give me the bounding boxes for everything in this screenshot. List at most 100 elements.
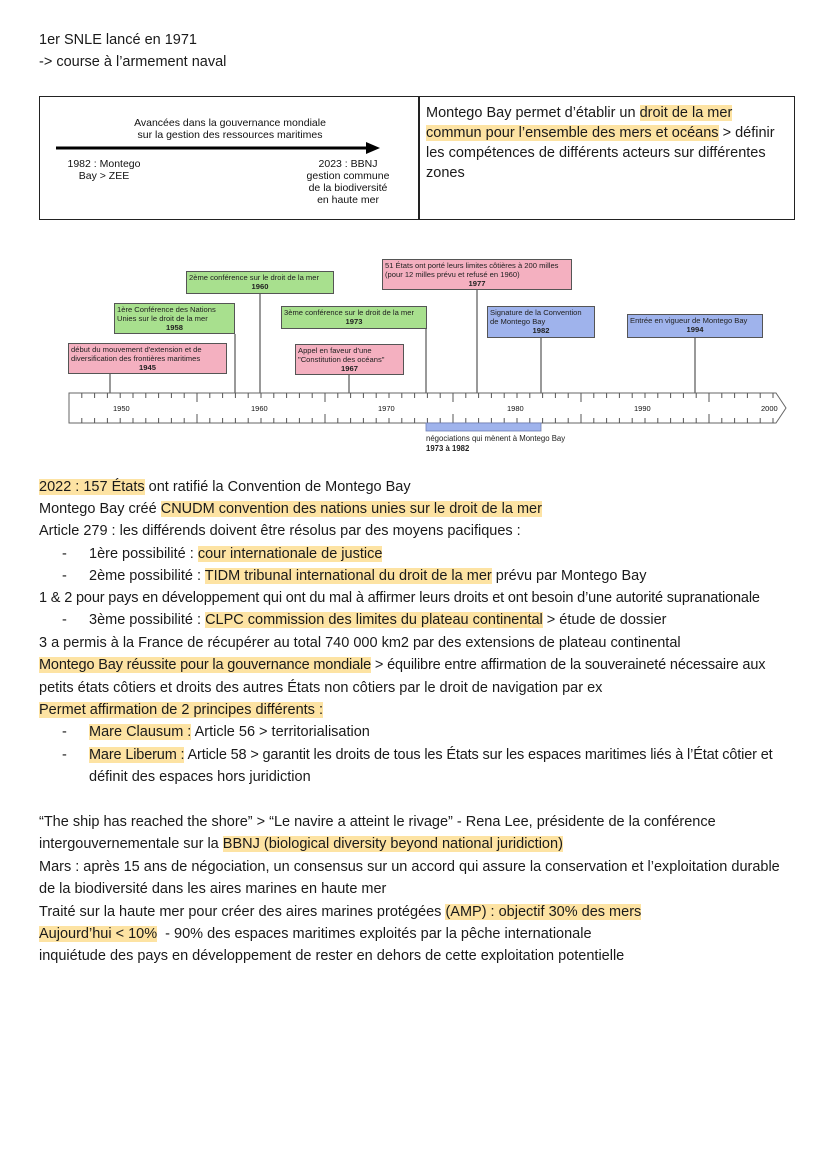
- event-1994-text: Entrée en vigueur de Montego Bay: [630, 316, 748, 325]
- bullet-dash: -: [62, 546, 67, 562]
- box-text-highlight-2: commun pour l’ensemble des mers et océan…: [426, 125, 719, 141]
- box-text-a: Montego Bay permet d’établir un: [426, 105, 640, 121]
- event-1982: Signature de la Convention de Montego Ba…: [487, 306, 595, 338]
- right-label-line-1: 2023 : BBNJ: [318, 158, 378, 170]
- bbnj-text: intergouvernementale sur la: [39, 836, 223, 852]
- event-1945-year: 1945: [139, 363, 156, 372]
- montego-success-text: > équilibre entre affirmation de la souv…: [371, 657, 766, 673]
- diagram-title-line-2: sur la gestion des ressources maritimes: [137, 129, 323, 141]
- cij-label: 1ère possibilité :: [89, 546, 198, 562]
- intro-line-1: 1er SNLE lancé en 1971: [39, 32, 197, 48]
- progress-arrow-icon: [56, 142, 380, 154]
- tick-label-2000: 2000: [761, 404, 778, 413]
- box-divider: [418, 97, 420, 219]
- line-small-states: petits états côtiers et droits des autre…: [39, 680, 603, 696]
- cnudm-text: Montego Bay créé: [39, 501, 161, 517]
- diagram-title: Avancées dans la gouvernance mondiale su…: [110, 117, 350, 141]
- line-amp: Traité sur la haute mer pour créer des a…: [39, 901, 642, 923]
- event-1960-year: 1960: [251, 282, 269, 291]
- amp-text: Traité sur la haute mer pour créer des a…: [39, 904, 446, 920]
- diagram-left-label: 1982 : Montego Bay > ZEE: [56, 158, 152, 182]
- line-hors-juridiction: définit des espaces hors juridiction: [89, 769, 311, 785]
- event-1994-year: 1994: [686, 325, 704, 334]
- event-1945: début du mouvement d'extension et de div…: [68, 343, 227, 374]
- event-1973-year: 1973: [345, 317, 363, 326]
- left-label-line-1: 1982 : Montego: [67, 158, 141, 170]
- event-1960-text: 2ème conférence sur le droit de la mer: [189, 273, 320, 282]
- event-1958: 1ère Conférence des Nations Unies sur le…: [114, 303, 235, 334]
- timeline-axis: [68, 290, 787, 432]
- line-mars-consensus: Mars : après 15 ans de négociation, un c…: [39, 859, 780, 875]
- line-ratification: 2022 : 157 États ont ratifié la Conventi…: [39, 476, 411, 498]
- box-text-highlight-1: droit de la mer: [639, 105, 733, 121]
- event-1977-year: 1977: [468, 279, 486, 288]
- tidm-text: prévu par Montego Bay: [491, 568, 647, 584]
- right-label-line-3: de la biodiversité: [308, 182, 388, 194]
- negotiation-span-text: négociations qui mènent à Montego Bay: [426, 434, 566, 443]
- event-1994: Entrée en vigueur de Montego Bay 1994: [627, 314, 763, 338]
- event-1973: 3ème conférence sur le droit de la mer 1…: [281, 306, 427, 329]
- box-right-text: Montego Bay permet d’établir un droit de…: [426, 103, 786, 183]
- line-quote: “The ship has reached the shore” > “Le n…: [39, 814, 716, 830]
- line-developing-countries: 1 & 2 pour pays en développement qui ont…: [39, 590, 760, 606]
- cij-highlight: cour internationale de justice: [197, 546, 383, 562]
- event-1982-year: 1982: [532, 326, 550, 335]
- line-today: Aujourd’hui < 10% - 90% des espaces mari…: [39, 923, 592, 945]
- bullet-dash: -: [62, 747, 67, 763]
- bullet-dash: -: [62, 724, 67, 740]
- clpc-text: > étude de dossier: [542, 612, 667, 628]
- event-1967-year: 1967: [341, 364, 358, 373]
- line-france-extension: 3 a permis à la France de récupérer au t…: [39, 635, 681, 651]
- diagram-title-line-1: Avancées dans la gouvernance mondiale: [134, 117, 326, 129]
- ratification-highlight: 2022 : 157 États: [39, 479, 145, 495]
- mare-liberum-text: Article 58 > garantit les droits de tous…: [184, 747, 773, 763]
- montego-success-highlight: Montego Bay réussite pour la gouvernance…: [39, 657, 371, 673]
- ratification-text: ont ratifié la Convention de Montego Bay: [144, 479, 411, 495]
- line-cnudm: Montego Bay créé CNUDM convention des na…: [39, 498, 542, 520]
- timeline: 1950 1960 1970 1980 1990 2000 début du m…: [0, 0, 828, 470]
- tick-label-1960: 1960: [251, 404, 268, 413]
- bullet-dash: -: [62, 612, 67, 628]
- tick-label-1950: 1950: [113, 404, 130, 413]
- box-text-b: > définir les compétences de différents …: [426, 125, 775, 181]
- two-principles-highlight: Permet affirmation de 2 principes différ…: [39, 702, 323, 718]
- intro-line-2: -> course à l’armement naval: [39, 54, 227, 70]
- line-biodiversity: de la biodiversité dans les aires marine…: [39, 881, 387, 897]
- amp-highlight: (AMP) : objectif 30% des mers: [445, 904, 642, 920]
- event-1977: 51 États ont porté leurs limites côtière…: [382, 259, 572, 290]
- clpc-highlight: CLPC commission des limites du plateau c…: [205, 612, 543, 628]
- line-concern: inquiétude des pays en développement de …: [39, 948, 625, 964]
- cnudm-highlight: CNUDM convention des nations unies sur l…: [160, 501, 542, 517]
- line-article-279: Article 279 : les différends doivent êtr…: [39, 523, 521, 539]
- clpc-label: 3ème possibilité :: [89, 612, 206, 628]
- negotiation-span-label: négociations qui mènent à Montego Bay 19…: [426, 434, 565, 453]
- tick-label-1970: 1970: [378, 404, 395, 413]
- bbnj-highlight: BBNJ (biological diversity beyond nation…: [222, 836, 563, 852]
- left-label-line-2: Bay > ZEE: [78, 170, 130, 182]
- line-bbnj: intergouvernementale sur la BBNJ (biolog…: [39, 833, 563, 855]
- tick-label-1980: 1980: [507, 404, 524, 413]
- negotiation-span-years: 1973 à 1982: [426, 443, 470, 453]
- event-1958-text: 1ère Conférence des Nations Unies sur le…: [117, 305, 216, 323]
- mare-liberum-highlight: Mare Liberum :: [89, 747, 185, 763]
- line-two-principles: Permet affirmation de 2 principes différ…: [39, 699, 323, 721]
- right-label-line-4: en haute mer: [317, 194, 379, 206]
- right-label-line-2: gestion commune: [306, 170, 390, 182]
- line-montego-success: Montego Bay réussite pour la gouvernance…: [39, 654, 766, 676]
- event-1945-text: début du mouvement d'extension et de div…: [71, 345, 202, 363]
- bullet-dash: -: [62, 568, 67, 584]
- tick-label-1990: 1990: [634, 404, 651, 413]
- event-1982-text: Signature de la Convention de Montego Ba…: [490, 308, 582, 326]
- today-highlight: Aujourd’hui < 10%: [39, 926, 158, 942]
- summary-box: Avancées dans la gouvernance mondiale su…: [39, 96, 795, 220]
- mare-clausum-text: Article 56 > territorialisation: [191, 724, 370, 740]
- diagram-right-label: 2023 : BBNJ gestion commune de la biodiv…: [294, 158, 402, 206]
- mare-clausum-highlight: Mare Clausum :: [89, 724, 192, 740]
- event-1977-text: 51 États ont porté leurs limites côtière…: [385, 261, 559, 279]
- today-text: - 90% des espaces maritimes exploités pa…: [157, 926, 592, 942]
- tidm-label: 2ème possibilité :: [89, 568, 205, 584]
- event-1958-year: 1958: [166, 323, 183, 332]
- event-1973-text: 3ème conférence sur le droit de la mer: [284, 308, 415, 317]
- event-1967: Appel en faveur d'une "Constitution des …: [295, 344, 404, 375]
- event-1967-text: Appel en faveur d'une "Constitution des …: [298, 346, 385, 364]
